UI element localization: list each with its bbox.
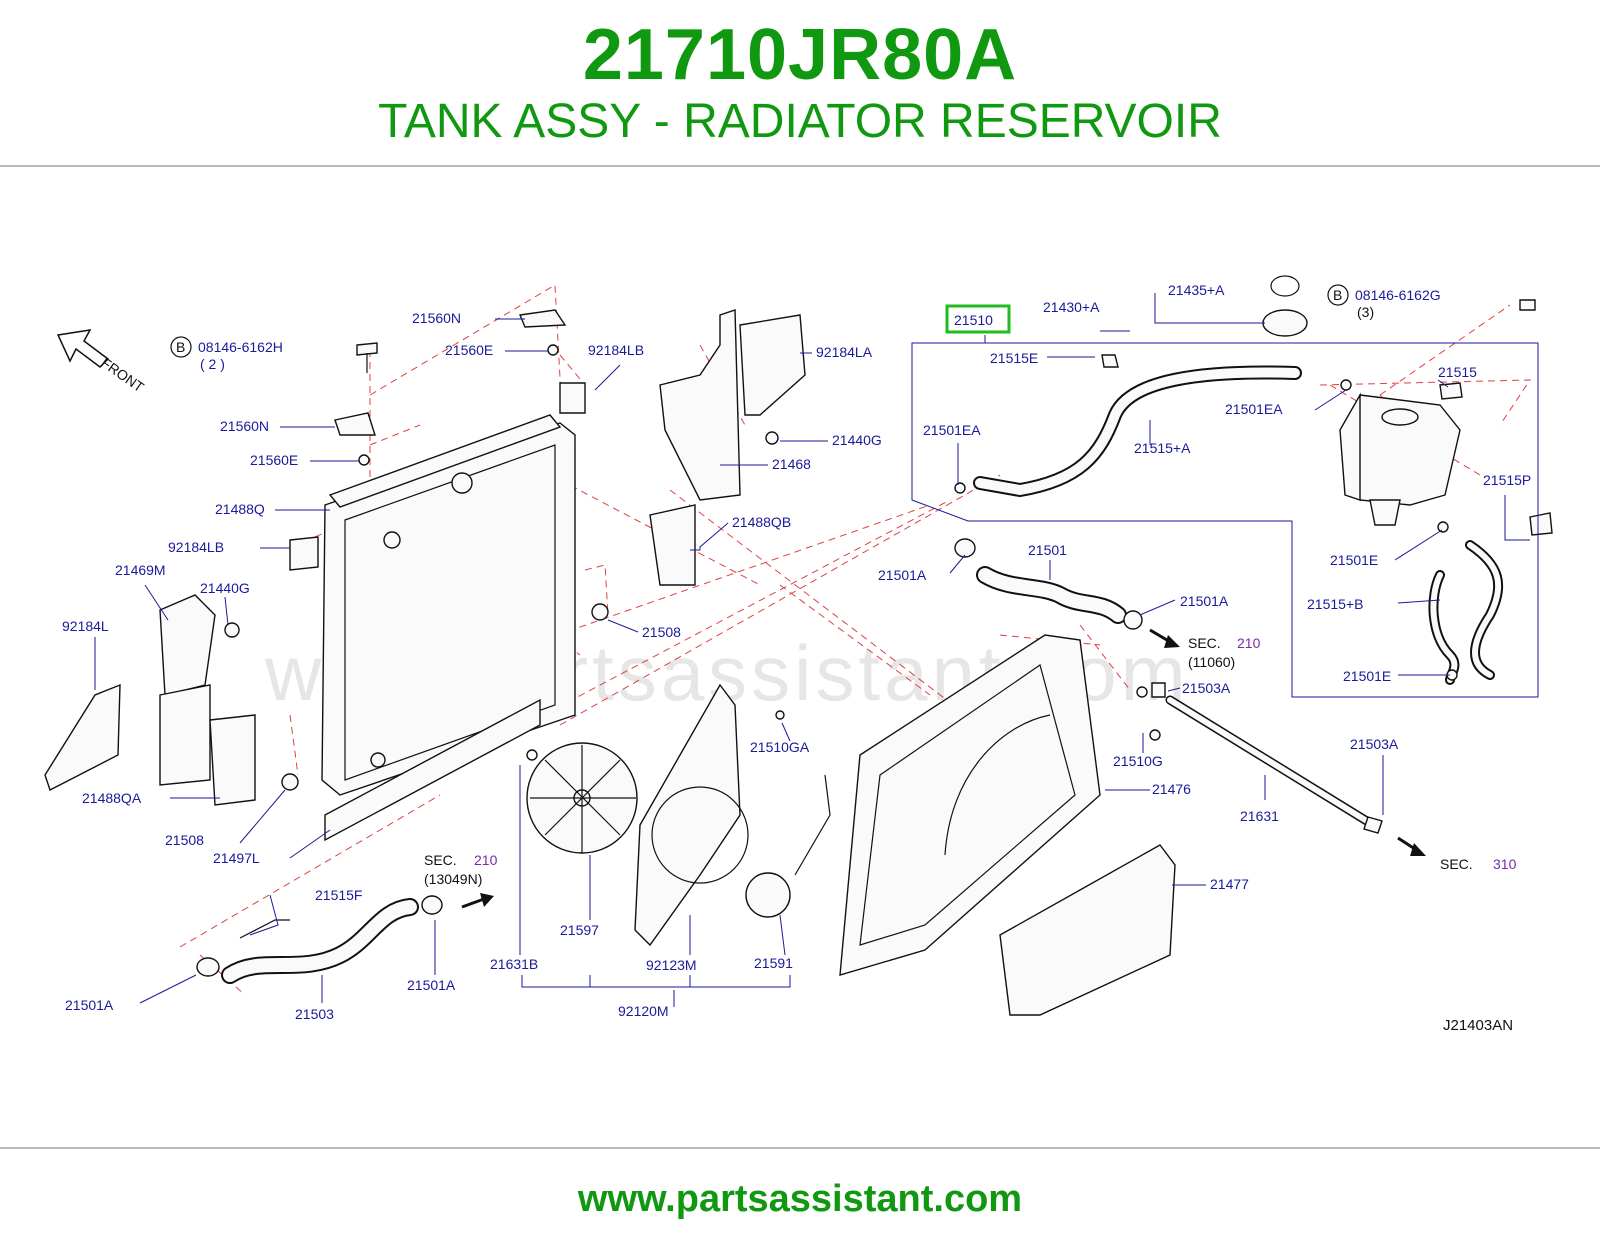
callout-21503A-upper: 21503A — [1182, 680, 1231, 696]
footer-divider — [0, 1147, 1600, 1149]
sec-reference-210-11060: SEC. 210 (11060) — [1149, 628, 1261, 670]
highlighted-part-label: 21510 — [954, 312, 993, 328]
part-number-title: 21710JR80A — [582, 15, 1018, 95]
callout-21560N-lower: 21560N — [220, 418, 269, 434]
callout-21477: 21477 — [1210, 876, 1249, 892]
reservoir-tank-illustration — [954, 275, 1553, 685]
callout-92184LA: 92184LA — [816, 344, 873, 360]
callout-21503A-lower: 21503A — [1350, 736, 1399, 752]
diagram-canvas: www.partsassistant.com FRONT — [44, 275, 1553, 1034]
callout-21440G-center: 21440G — [832, 432, 882, 448]
part-name-subtitle: TANK ASSY - RADIATOR RESERVOIR — [378, 95, 1222, 148]
sec-sub-1: (11060) — [1188, 654, 1235, 670]
bolt-reference-left: B 08146-6162H ( 2 ) — [170, 336, 283, 372]
callout-21501E-upper: 21501E — [1330, 552, 1378, 568]
leader-lines — [94, 293, 1530, 1007]
callout-21501A-lower-center: 21501A — [407, 977, 456, 993]
front-direction-indicator: FRONT — [56, 329, 147, 395]
radiator-illustration — [321, 414, 576, 842]
callout-21501A-center: 21501A — [878, 567, 927, 583]
sec-reference-210-13049N: SEC. 210 (13049N) — [424, 852, 498, 909]
callout-21501A-lower-left: 21501A — [65, 997, 114, 1013]
sec-number-1: 210 — [1237, 635, 1261, 651]
sec-number-2: 210 — [474, 852, 498, 868]
upper-mount-parts — [289, 309, 586, 571]
sec-reference-310: SEC. 310 — [1397, 836, 1517, 872]
callout-21501A-right: 21501A — [1180, 593, 1229, 609]
assembly-group-box — [911, 342, 1539, 698]
callout-21501: 21501 — [1028, 542, 1067, 558]
callout-21497L: 21497L — [213, 850, 260, 866]
callout-labels: 21560N 21560E 92184LB 21560N 21560E 2148… — [62, 282, 1531, 1022]
callout-92184L: 92184L — [62, 618, 109, 634]
left-air-guide-parts — [44, 594, 299, 806]
callout-21560E-upper: 21560E — [445, 342, 493, 358]
sec-prefix-3: SEC. — [1440, 856, 1473, 872]
fan-motor-assembly — [526, 683, 831, 947]
diagram-code: J21403AN — [1443, 1017, 1513, 1034]
callout-21515: 21515 — [1438, 364, 1477, 380]
sec-number-3: 310 — [1493, 856, 1517, 872]
bolt-qty-left: ( 2 ) — [200, 356, 225, 372]
sec-prefix-1: SEC. — [1188, 635, 1221, 651]
highlighted-part-box — [945, 304, 1011, 334]
callout-21440G-left: 21440G — [200, 580, 250, 596]
bolt-reference-right: B 08146-6162G (3) — [1327, 284, 1441, 320]
bolt-marker-left: B — [176, 339, 185, 355]
header-divider — [0, 165, 1600, 167]
bolt-part-right: 08146-6162G — [1355, 287, 1441, 303]
callout-21508-center: 21508 — [642, 624, 681, 640]
callout-92123M: 92123M — [646, 957, 697, 973]
callout-21435A: 21435+A — [1168, 282, 1225, 298]
callout-21631: 21631 — [1240, 808, 1279, 824]
callout-21597: 21597 — [560, 922, 599, 938]
callout-21515B: 21515+B — [1307, 596, 1363, 612]
parts-diagram: www.partsassistant.com FRONT — [0, 255, 1600, 1085]
center-air-guide-parts — [591, 309, 806, 621]
sec-prefix-2: SEC. — [424, 852, 457, 868]
callout-21501EA-left: 21501EA — [923, 422, 981, 438]
footer-website-url: www.partsassistant.com — [577, 1178, 1023, 1220]
callout-21560N-upper: 21560N — [412, 310, 461, 326]
callout-21501EA-right: 21501EA — [1225, 401, 1283, 417]
callout-21510G: 21510G — [1113, 753, 1163, 769]
callout-21515P: 21515P — [1483, 472, 1531, 488]
callout-21503: 21503 — [295, 1006, 334, 1022]
callout-21468: 21468 — [772, 456, 811, 472]
callout-21591: 21591 — [754, 955, 793, 971]
callout-21469M: 21469M — [115, 562, 166, 578]
fan-shroud-illustration — [839, 634, 1176, 1016]
page-header: 21710JR80A TANK ASSY - RADIATOR RESERVOI… — [0, 0, 1600, 170]
callout-21510GA: 21510GA — [750, 739, 810, 755]
callout-92184LB-upper: 92184LB — [588, 342, 644, 358]
callout-21515A: 21515+A — [1134, 440, 1191, 456]
upper-radiator-hose — [954, 538, 1143, 630]
sec-sub-2: (13049N) — [424, 871, 482, 887]
callout-21430A: 21430+A — [1043, 299, 1100, 315]
cap-group-bracket — [1154, 313, 1265, 324]
bolt-qty-right: (3) — [1357, 304, 1374, 320]
callout-21631B: 21631B — [490, 956, 538, 972]
callout-92184LB-lower: 92184LB — [168, 539, 224, 555]
callout-21515F: 21515F — [315, 887, 362, 903]
callout-21560E-lower: 21560E — [250, 452, 298, 468]
bolt-marker-right: B — [1333, 287, 1342, 303]
callout-21515E: 21515E — [990, 350, 1038, 366]
callout-21488QB: 21488QB — [732, 514, 791, 530]
overflow-hose — [1151, 682, 1383, 834]
callout-21488QA: 21488QA — [82, 790, 142, 806]
callout-21501E-lower: 21501E — [1343, 668, 1391, 684]
bolt-part-left: 08146-6162H — [198, 339, 283, 355]
callout-92120M: 92120M — [618, 1003, 669, 1019]
fan-group-bracket — [521, 975, 791, 988]
front-label: FRONT — [98, 354, 147, 395]
callout-21508-left: 21508 — [165, 832, 204, 848]
callout-21488Q: 21488Q — [215, 501, 265, 517]
callout-21476: 21476 — [1152, 781, 1191, 797]
lower-radiator-hose — [196, 895, 443, 984]
